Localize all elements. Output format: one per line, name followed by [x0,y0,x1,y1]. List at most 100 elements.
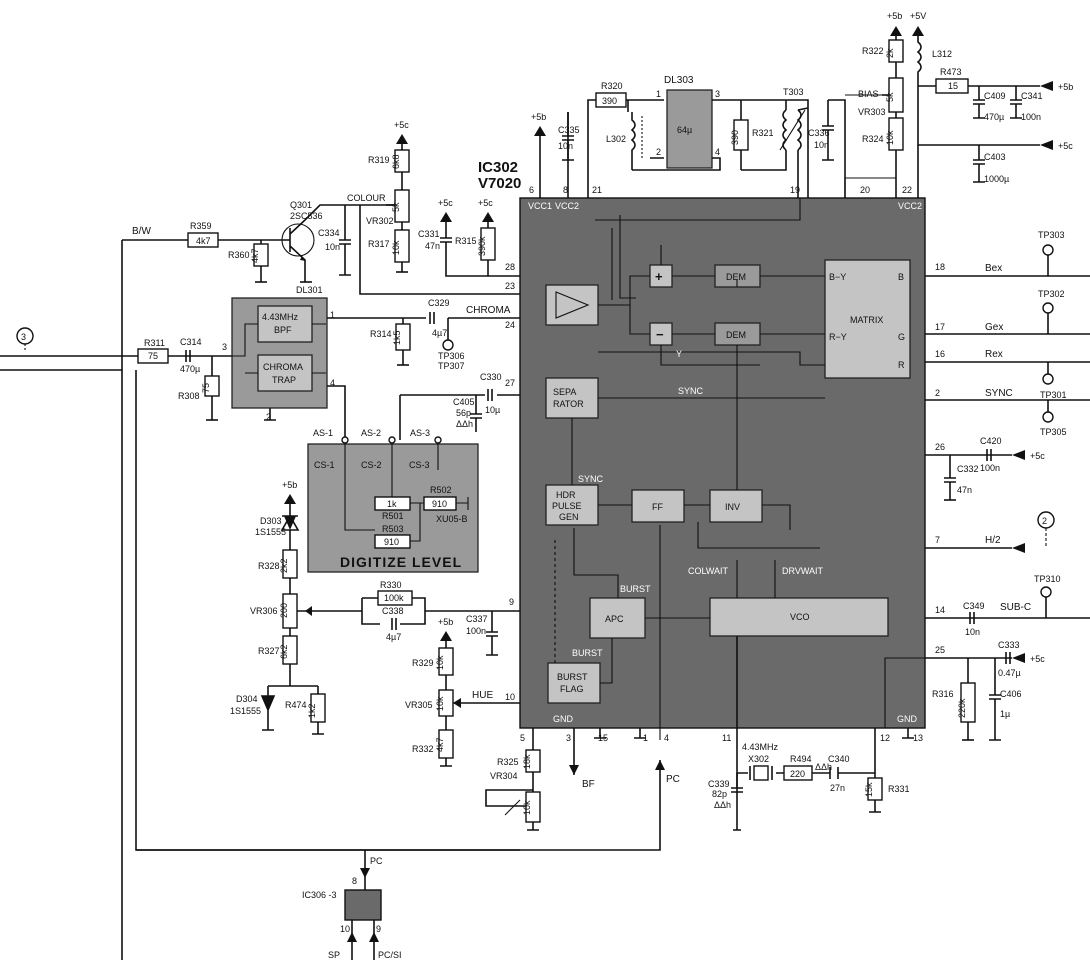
c336-value: 10n [814,140,829,150]
net-hue: HUE [472,690,493,701]
tp307-label: TP307 [438,361,465,371]
apc-label: APC [605,614,624,624]
net-bw: B/W [132,226,151,237]
y-signal-label: Y [676,349,682,359]
d303-type: 1S1555 [255,527,286,537]
c405-value: 56p [456,408,471,418]
separator-label-1: SEPA [553,387,576,397]
bpf-label-2: BPF [274,325,292,335]
c338-label: C338 [382,606,404,616]
pin-24: 24 [505,320,515,330]
inv-label: INV [725,502,740,512]
top-right-supply: +5b +5V 2k R322 5k VR303 BIAS 10k R324 L… [845,11,1073,198]
c330-label: C330 [480,372,502,382]
c334-label: C334 [318,228,340,238]
vco-label: VCO [790,612,810,622]
vcc2-label-b: VCC2 [898,201,922,211]
dl301-section: 3 75 R311 C314 470µ 75 R308 DL301 4.43MH… [0,240,520,960]
net-bias: BIAS [858,89,879,99]
r501-label: R501 [382,511,404,521]
ic302-ref: IC302 [478,159,518,176]
dl301-pin2: 2 [266,412,271,422]
ic306-block [344,889,382,921]
dem-1-label: DEM [726,272,746,282]
vr305-label: VR305 [405,700,433,710]
pin-27: 27 [505,378,515,388]
pin-23: 23 [505,281,515,291]
dl301-label: DL301 [296,285,323,295]
net-pc-ic306: PC [370,856,383,866]
matrix-ry-label: R−Y [829,332,847,342]
c403-value: 1000µ [984,174,1009,184]
r319-label: R319 [368,155,390,165]
pin-9: 9 [509,597,514,607]
ic306-pin8: 8 [352,876,357,886]
pin-26: 26 [935,442,945,452]
cs1-label: CS-1 [314,460,335,470]
r322-label: R322 [862,46,884,56]
ic306-ref: IC306 -3 [302,890,337,900]
supply-5c-r319: +5c [394,120,409,130]
c406-label: C406 [1000,689,1022,699]
tp310-label: TP310 [1034,574,1061,584]
d303-label: D303 [260,516,282,526]
tp302-label: TP302 [1038,289,1065,299]
amp-triangle-icon [555,291,590,319]
r328-value: 2k2 [279,558,289,573]
c349-value: 10n [965,627,980,637]
r360-value: 4k7 [250,248,260,263]
d304-type: 1S1555 [230,706,261,716]
c406-value: 1µ [1000,709,1010,719]
matrix-b-out: B [898,272,904,282]
c340-value: 27n [830,783,845,793]
r322-value: 2k [885,48,895,58]
pin-17: 17 [935,322,945,332]
r330-value: 100k [384,593,404,603]
c331-label: C331 [418,229,440,239]
c337-label: C337 [466,614,488,624]
tp301-label: TP301 [1040,390,1067,400]
vr302-value: 5k [391,202,401,212]
c420-label: C420 [980,436,1002,446]
cs3-label: CS-3 [409,460,430,470]
c339-mark: ΔΔh [714,800,731,810]
net-colour: COLOUR [347,193,386,203]
pin-7: 7 [935,535,940,545]
supply-5b-top: +5b [887,11,902,21]
net-sp: SP [328,950,340,960]
vcc2-label-a: VCC2 [555,201,579,211]
r324-value: 10k [885,130,895,145]
c405-mark: ΔΔh [456,419,473,429]
x302-label: X302 [748,754,769,764]
c333-label: C333 [998,640,1020,650]
pin-28: 28 [505,262,515,272]
r473-value: 15 [948,81,958,91]
net-h2: H/2 [985,535,1001,546]
pin-20: 20 [860,185,870,195]
ic306-section: PC 8 IC306 -3 10 9 SP PC/SI [302,850,402,960]
r360-label: R360 [228,250,250,260]
c340-mark: ΔΔh [815,762,832,772]
bpf-label-1: 4.43MHz [262,312,299,322]
x302-freq: 4.43MHz [742,742,779,752]
c338-value: 4µ7 [386,632,401,642]
pin-21: 21 [592,185,602,195]
delay-line-section: DL303 64µ 1 2 3 4 390 R320 L302 390 R321… [531,75,846,198]
ic302-block: IC302 V7020 VCC1 VCC2 VCC2 GND GND [478,159,926,729]
pin-25: 25 [935,645,945,655]
r308-value: 75 [201,383,211,393]
d304-label: D304 [236,694,258,704]
net-bex: Bex [985,263,1002,274]
matrix-label: MATRIX [850,315,883,325]
dl303-pin1: 1 [656,89,661,99]
r474-value: 1k2 [307,703,317,718]
r474-label: R474 [285,700,307,710]
supply-5c-c331: +5c [438,198,453,208]
vr304-label: VR304 [490,771,518,781]
c349-label: C349 [963,601,985,611]
hue-section: +5b 10k R329 10k VR305 HUE 4k7 R332 18k … [136,617,914,851]
r314-value: 1k5 [392,330,402,345]
separator-block [545,377,599,419]
c314-value: 470µ [180,364,200,374]
crystal-section: 4.43MHz X302 220 R494 C340 27n ΔΔh 15k R… [708,636,910,831]
